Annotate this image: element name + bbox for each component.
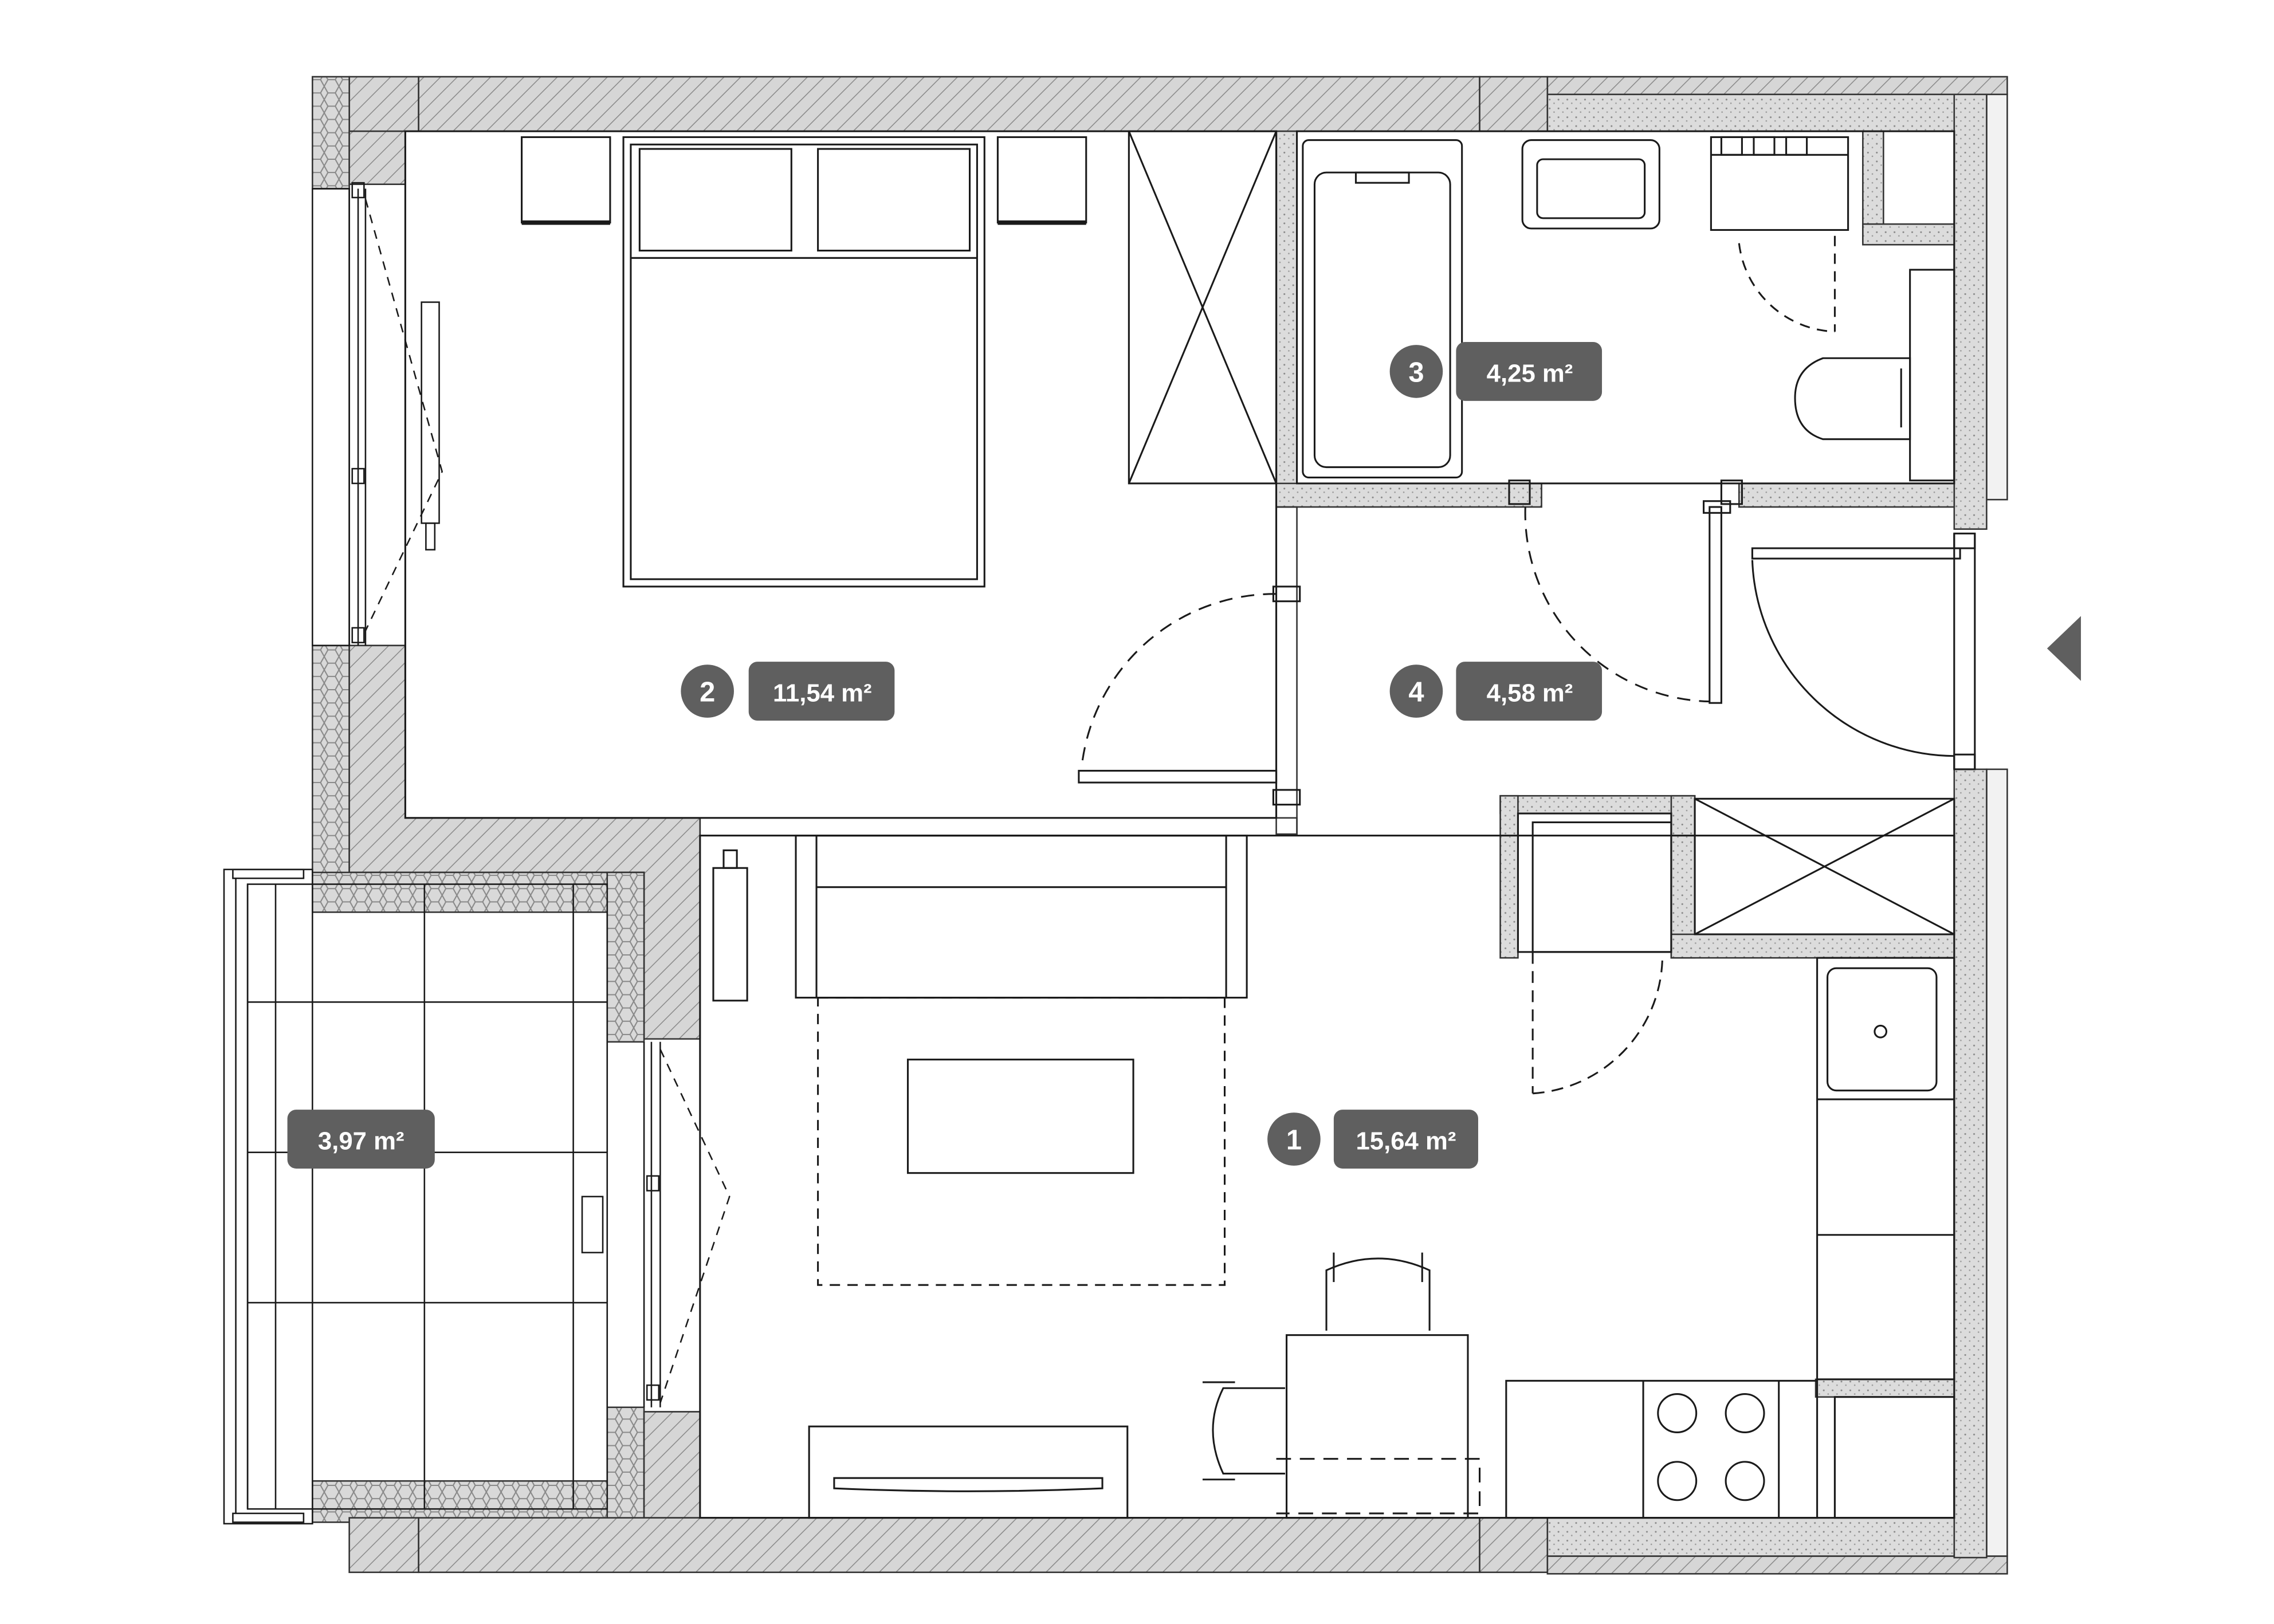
kitchen-counter [1505,957,1955,1519]
room-label-4: 4 4,58 m² [1389,662,1603,721]
room-number: 3 [1408,357,1424,388]
floor-lamp [712,849,748,1002]
balcony-door [581,1041,730,1407]
exterior-walls [312,76,2008,1575]
room-area: 15,64 m² [1356,1127,1456,1155]
room-number-badge [1389,345,1443,398]
room-area: 4,25 m² [1487,359,1573,387]
balcony-area: 3,97 m² [318,1127,404,1155]
room-number-badge [1267,1112,1321,1166]
balcony-label: 3,97 m² [287,1110,435,1169]
washing-machine [1710,136,1849,333]
bathroom-door [1508,479,1743,704]
room-area: 11,54 m² [773,679,872,707]
room-area-badge [748,662,895,721]
room-area-badge [1333,1110,1478,1169]
bedroom-window [312,182,443,647]
room-number: 2 [700,677,715,708]
bathtub [1302,139,1463,479]
room-label-1: 1 15,64 m² [1267,1110,1478,1169]
room-number-badge [1389,664,1443,718]
entrance-triangle-icon [2047,616,2081,681]
storage-closet [1517,812,1672,1095]
balcony-area-badge [287,1110,435,1169]
bedroom-door [1078,585,1301,806]
toilet [1794,269,1955,482]
bathroom-sink [1521,139,1660,230]
room-area: 4,58 m² [1487,679,1573,707]
room-label-2: 2 11,54 m² [681,662,895,721]
entrance-door [1751,532,1976,770]
double-bed [622,136,985,588]
bedroom-wardrobe [1128,130,1278,485]
nightstands [521,136,1087,225]
cooktop [1657,1393,1765,1501]
room-area-badge [1456,341,1603,401]
sofa [795,835,1248,999]
dining-table [1202,1252,1481,1519]
balcony [223,868,608,1525]
room-area-badge [1456,662,1603,721]
hall-wardrobe [1694,797,1955,935]
room-label-3: 3 4,25 m² [1389,341,1603,401]
room-number: 4 [1408,677,1424,708]
rug-and-coffee-table [817,997,1226,1286]
room-number-badge [681,664,734,718]
tv-cabinet [808,1425,1129,1519]
interior-walls [699,93,1988,1559]
room-number: 1 [1286,1125,1302,1156]
